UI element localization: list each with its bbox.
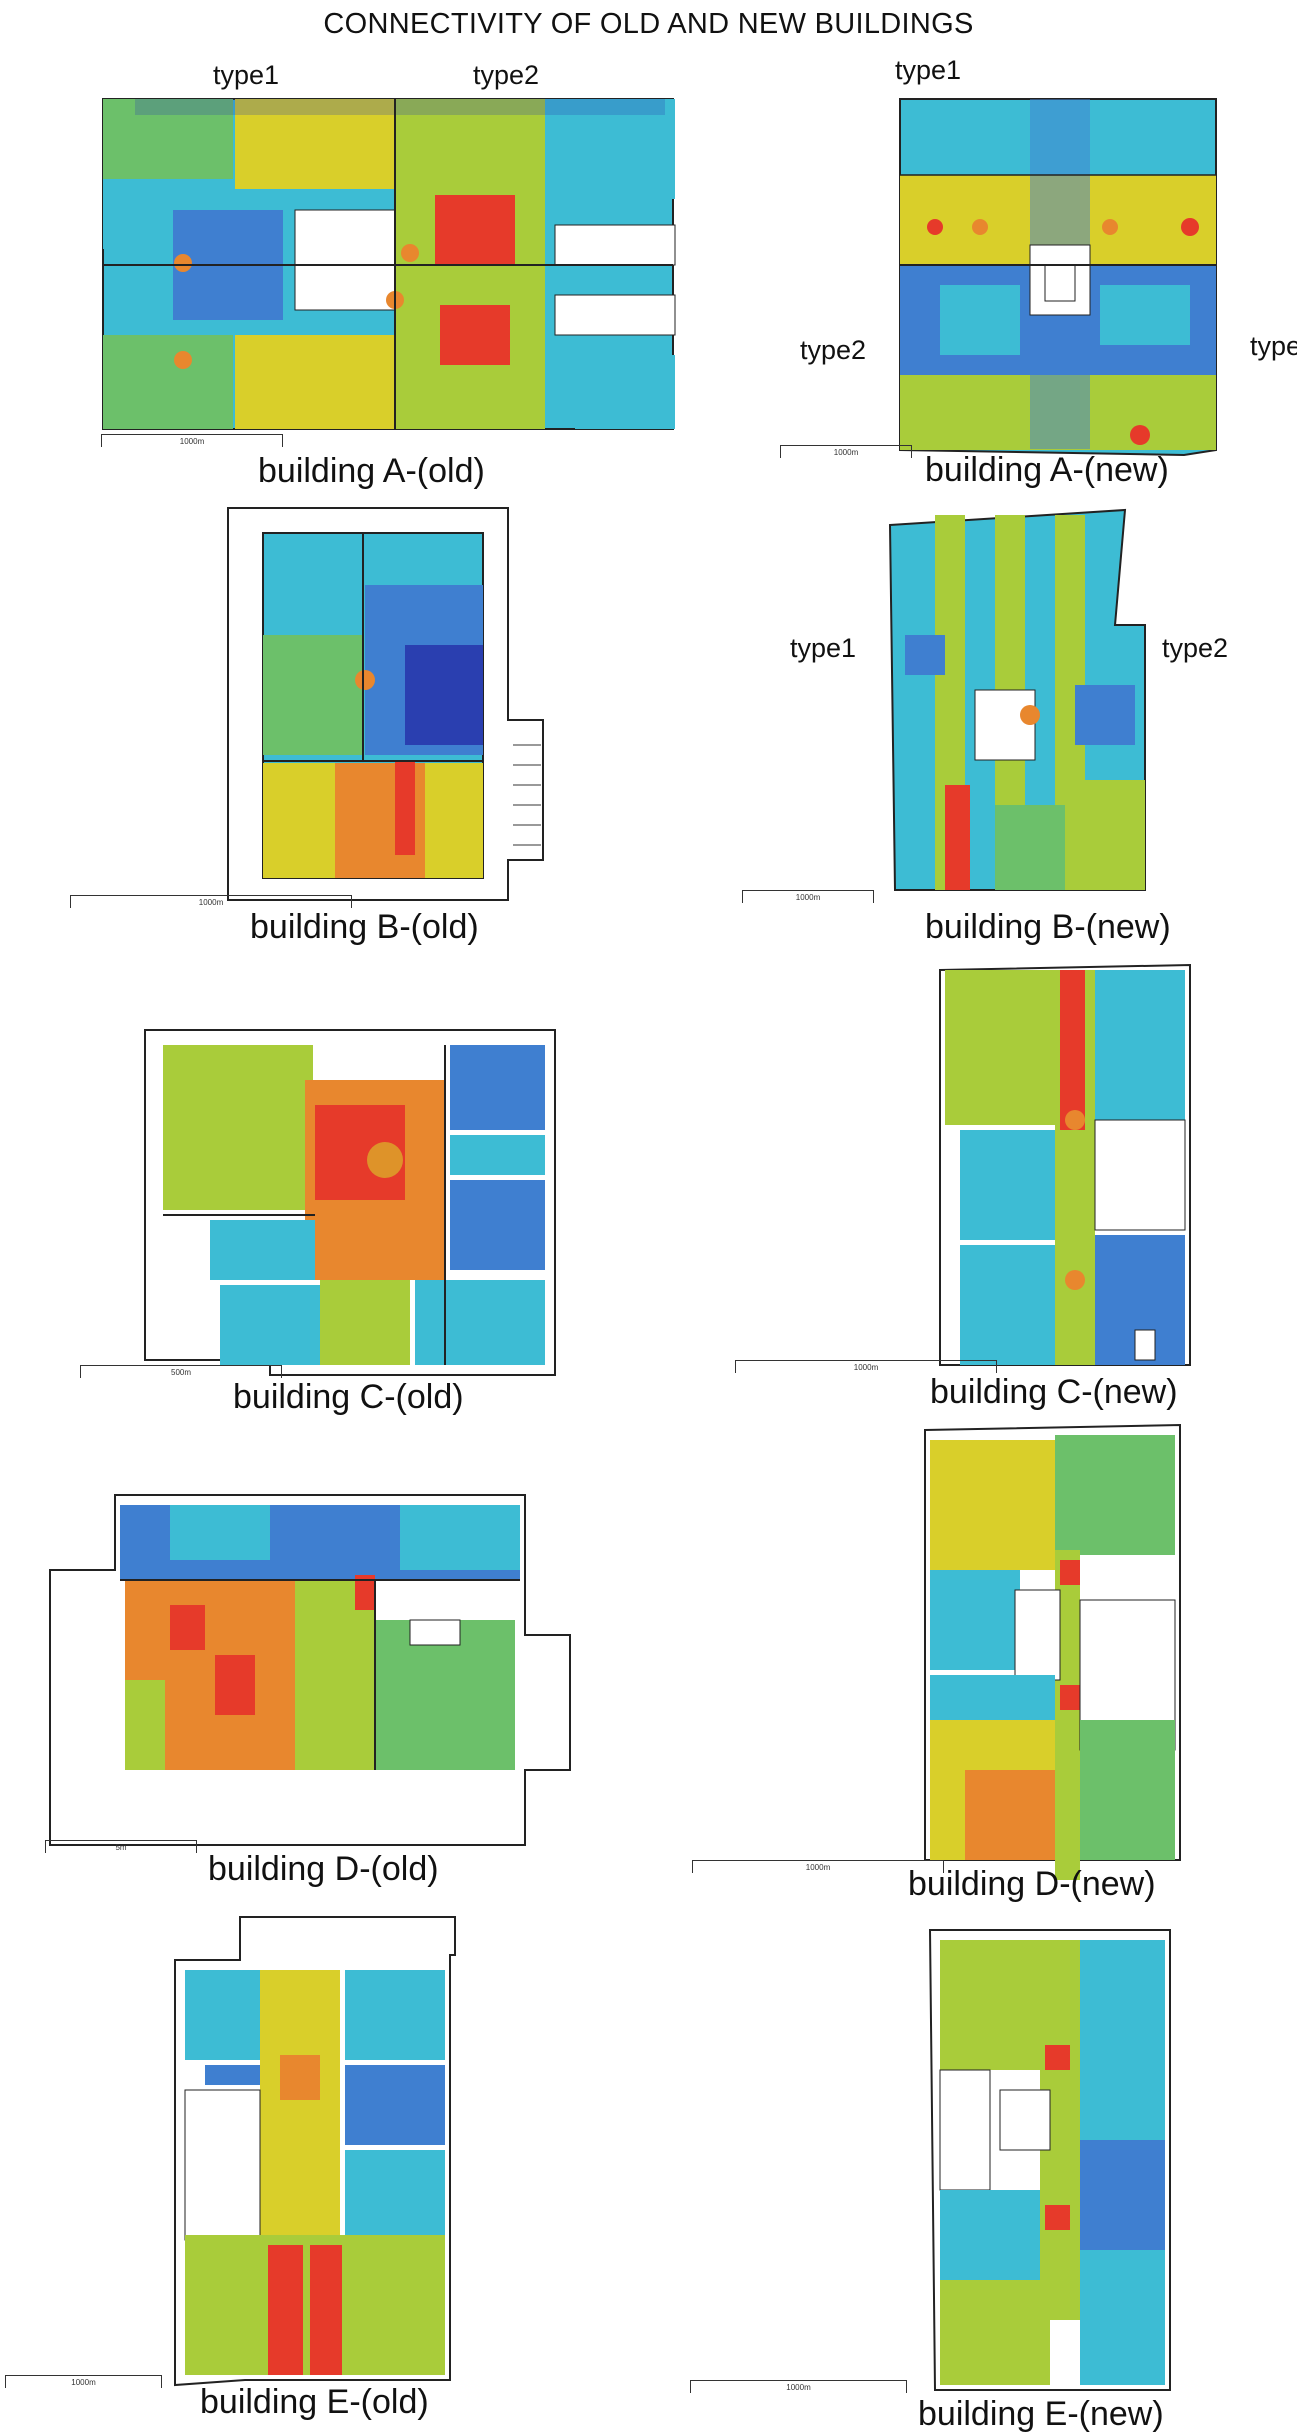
building-caption: building D-(old) xyxy=(208,1850,439,1888)
scale-bar: 1000m xyxy=(742,890,874,903)
scale-bar: 1000m xyxy=(690,2380,907,2393)
type-label: type xyxy=(1250,331,1297,361)
building-c-old-panel: 500m building C-(old) xyxy=(75,1020,595,1420)
page-title: CONNECTIVITY OF OLD AND NEW BUILDINGS xyxy=(323,8,974,40)
type-label: type1 xyxy=(790,633,857,663)
building-caption: building D-(new) xyxy=(908,1865,1156,1903)
building-d-old-plan xyxy=(49,1494,571,1846)
building-caption: building B-(new) xyxy=(925,908,1171,946)
building-caption: building C-(old) xyxy=(233,1378,464,1416)
building-e-old-plan xyxy=(174,1916,456,2387)
scale-bar: 1000m xyxy=(692,1860,944,1873)
scale-bar: 5m xyxy=(45,1840,197,1853)
type-label: type2 xyxy=(800,335,867,365)
scale-bar: 1000m xyxy=(5,2375,162,2388)
building-caption: building C-(new) xyxy=(930,1373,1178,1411)
building-caption: building A-(old) xyxy=(258,452,485,490)
type-label: type1 xyxy=(895,55,962,85)
building-caption: building E-(new) xyxy=(918,2395,1164,2433)
building-a-old-panel: type1 type2 1000m building A-(old) xyxy=(95,60,685,500)
building-caption: building E-(old) xyxy=(200,2383,429,2421)
building-c-old-plan xyxy=(144,1029,556,1376)
building-d-old-panel: 5m building D-(old) xyxy=(40,1480,580,1900)
building-e-new-plan xyxy=(928,1929,1171,2391)
building-e-old-panel: 1000m building E-(old) xyxy=(0,1915,560,2421)
building-c-new-plan xyxy=(939,963,1191,1366)
scale-bar: 1000m xyxy=(780,445,912,458)
scale-bar: 500m xyxy=(80,1365,282,1378)
building-a-new-panel: type1 type2 type 1000m building A-(new) xyxy=(780,55,1297,495)
scale-bar: 1000m xyxy=(101,434,283,447)
building-d-new-plan xyxy=(924,1423,1181,1880)
building-a-new-plan xyxy=(899,98,1217,457)
type-label: type2 xyxy=(473,60,540,90)
scale-bar: 1000m xyxy=(70,895,352,908)
type-label: type2 xyxy=(1162,633,1229,663)
building-b-new-plan xyxy=(888,508,1146,891)
building-caption: building B-(old) xyxy=(250,908,479,946)
building-e-new-panel: 1000m building E-(new) xyxy=(690,1925,1260,2433)
building-d-new-panel: 1000m building D-(new) xyxy=(690,1420,1250,1903)
building-b-old-panel: 1000m building B-(old) xyxy=(65,505,585,946)
type-label: type1 xyxy=(213,60,280,90)
building-c-new-panel: 1000m building C-(new) xyxy=(730,955,1270,1425)
building-caption: building A-(new) xyxy=(925,451,1169,489)
building-a-old-plan xyxy=(102,98,676,430)
building-b-old-plan xyxy=(227,507,544,901)
scale-bar: 1000m xyxy=(735,1360,997,1373)
building-b-new-panel: type1 type2 1000m building B-(new) xyxy=(740,505,1260,946)
